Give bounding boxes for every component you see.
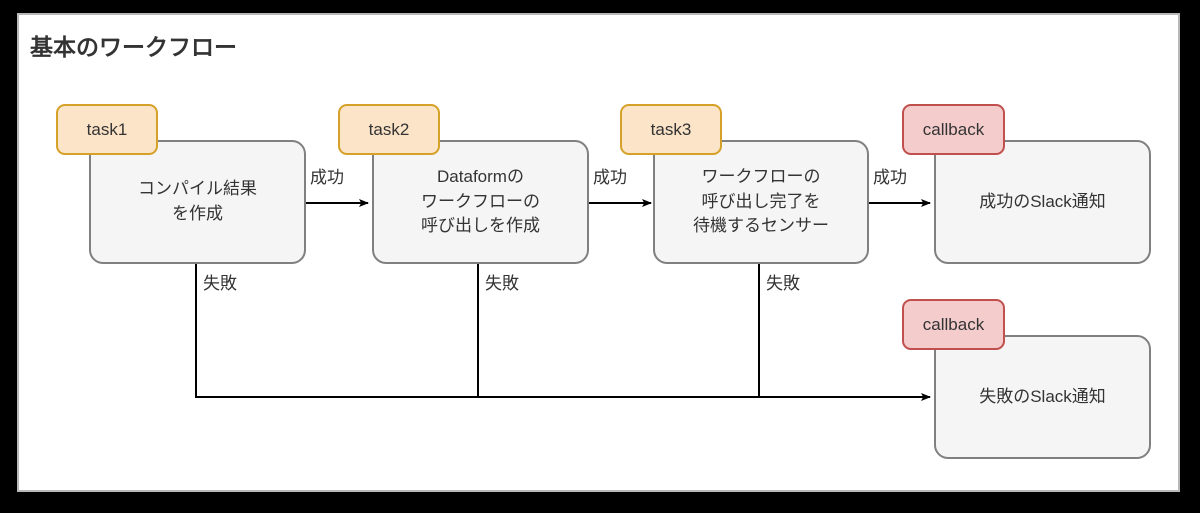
tag-task2-label: task2 — [368, 119, 410, 139]
edge-task1-failure-notify — [195, 264, 931, 401]
edge-label-task3-failure-notify: 失敗 — [766, 274, 800, 293]
tag-callback-failure-label: callback — [922, 314, 985, 334]
node-task3-label: ワークフローの 呼び出し完了を 待機するセンサー — [693, 167, 829, 236]
tag-callback-success-label: callback — [922, 119, 985, 139]
edge-label-task2-task3: 成功 — [593, 168, 627, 187]
tag-callback-success[interactable]: callback — [902, 104, 1005, 155]
tag-callback-failure[interactable]: callback — [902, 299, 1005, 350]
edge-label-task1-failure-notify: 失敗 — [203, 274, 237, 293]
tag-task3[interactable]: task3 — [620, 104, 722, 155]
node-success-notify[interactable]: 成功のSlack通知 — [934, 140, 1151, 264]
tag-task1[interactable]: task1 — [56, 104, 158, 155]
node-task2-label: Dataformの ワークフローの 呼び出しを作成 — [421, 167, 540, 236]
edge-label-task3-success-notify: 成功 — [873, 168, 907, 187]
node-task2[interactable]: Dataformの ワークフローの 呼び出しを作成 — [372, 140, 589, 264]
node-task1[interactable]: コンパイル結果 を作成 — [89, 140, 306, 264]
tag-task3-label: task3 — [650, 119, 692, 139]
edge-label-task2-failure-notify: 失敗 — [485, 274, 519, 293]
edge-label-task1-task2: 成功 — [310, 168, 344, 187]
node-task3[interactable]: ワークフローの 呼び出し完了を 待機するセンサー — [653, 140, 869, 264]
tag-task2[interactable]: task2 — [338, 104, 440, 155]
node-failure-notify[interactable]: 失敗のSlack通知 — [934, 335, 1151, 459]
tag-task1-label: task1 — [86, 119, 128, 139]
node-failure-notify-label: 失敗のSlack通知 — [979, 386, 1106, 406]
node-task1-label: コンパイル結果 を作成 — [138, 179, 257, 223]
page-title: 基本のワークフロー — [30, 34, 237, 60]
node-success-notify-label: 成功のSlack通知 — [979, 191, 1106, 211]
